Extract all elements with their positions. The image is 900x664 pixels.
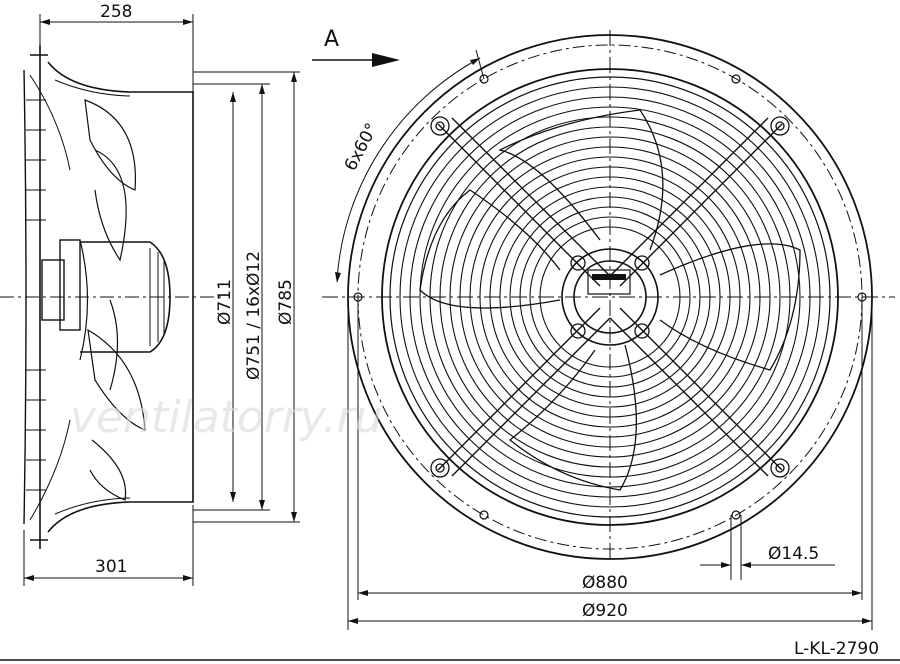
dim-hole: Ø14.5 xyxy=(768,544,819,564)
dim-side-depth-bottom: 301 xyxy=(95,557,127,577)
drawing-code: L-KL-2790 xyxy=(794,639,879,659)
dim-side-depth-top: 258 xyxy=(100,2,132,22)
front-view: A xyxy=(312,27,895,630)
dim-d785: Ø785 xyxy=(276,279,296,325)
view-marker: A xyxy=(324,27,339,52)
watermark: ventilatorry.ru xyxy=(70,392,383,443)
dim-d751-holes: Ø751 / 16xØ12 xyxy=(244,251,264,380)
dim-d920: Ø920 xyxy=(582,601,628,621)
dim-d880: Ø880 xyxy=(582,573,628,593)
side-view: 258 301 Ø711 Ø751 / 16xØ12 Ø785 xyxy=(0,2,300,586)
dim-angle: 6x60° xyxy=(341,120,383,174)
dim-d711: Ø711 xyxy=(215,279,235,325)
